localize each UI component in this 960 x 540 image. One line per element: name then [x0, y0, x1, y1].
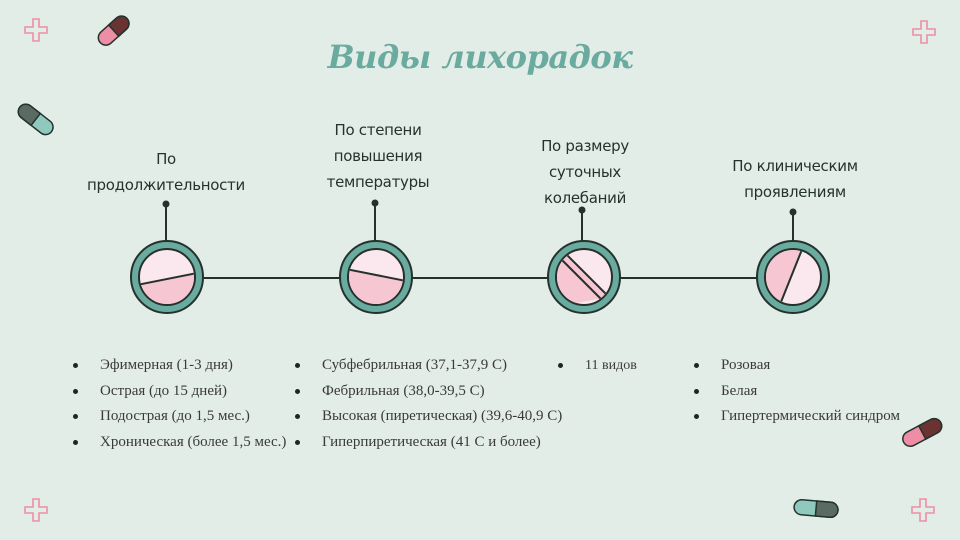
list-fluctuations: 11 видов	[558, 353, 637, 379]
connector-dot-4	[789, 208, 797, 216]
pill-icon-1	[130, 240, 204, 314]
heading-line: проявлениям	[744, 183, 846, 201]
heading-duration: По продолжительности	[56, 146, 276, 198]
list-item: Подострая (до 1,5 мес.)	[72, 404, 286, 430]
heading-clinical: По клиническим проявлениям	[700, 153, 890, 205]
list-item: Субфебрильная (37,1-37,9 С)	[294, 353, 562, 379]
list-temperature: Субфебрильная (37,1-37,9 С) Фебрильная (…	[294, 353, 562, 456]
connector-dot-3	[578, 206, 586, 214]
list-item: Розовая	[694, 353, 900, 379]
heading-line: температуры	[326, 173, 430, 191]
list-clinical: Розовая Белая Гипертермический синдром	[694, 353, 900, 430]
pill-icon-3	[547, 240, 621, 314]
capsule-icon-right	[902, 417, 943, 448]
list-item: Гиперпиретическая (41 С и более)	[294, 430, 562, 456]
heading-line: По клиническим	[732, 157, 858, 175]
list-item: Гипертермический синдром	[694, 404, 900, 430]
list-item: Высокая (пиретическая) (39,6-40,9 С)	[294, 404, 562, 430]
list-item: Хроническая (более 1,5 мес.)	[72, 430, 286, 456]
list-item: 11 видов	[558, 353, 637, 379]
pill-icon-4	[756, 240, 830, 314]
heading-temperature: По степени повышения температуры	[290, 117, 466, 195]
heading-line: колебаний	[543, 189, 627, 207]
plus-icon-top-right	[912, 20, 936, 44]
plus-icon-bottom-right	[911, 498, 935, 522]
capsule-icon-top-left	[97, 15, 130, 46]
heading-fluctuations: По размеру суточных колебаний	[505, 133, 665, 211]
pill-icon-2	[339, 240, 413, 314]
capsule-icon-bottom	[793, 498, 839, 519]
list-item: Белая	[694, 379, 900, 405]
plus-icon-bottom-left	[24, 498, 48, 522]
heading-line: По степени	[334, 121, 422, 139]
capsule-icon-left	[17, 103, 54, 136]
list-item: Фебрильная (38,0-39,5 С)	[294, 379, 562, 405]
connector-dot-2	[371, 199, 379, 207]
page-title: Виды лихорадок	[327, 38, 633, 76]
heading-line: суточных	[548, 163, 622, 181]
list-item: Острая (до 15 дней)	[72, 379, 286, 405]
list-item: Эфимерная (1-3 дня)	[72, 353, 286, 379]
heading-line: продолжительности	[87, 176, 245, 194]
heading-line: повышения	[333, 147, 423, 165]
connector-dot-1	[162, 200, 170, 208]
plus-icon-top-left	[24, 18, 48, 42]
heading-line: По	[156, 150, 176, 168]
list-duration: Эфимерная (1-3 дня) Острая (до 15 дней) …	[72, 353, 286, 456]
heading-line: По размеру	[541, 137, 629, 155]
